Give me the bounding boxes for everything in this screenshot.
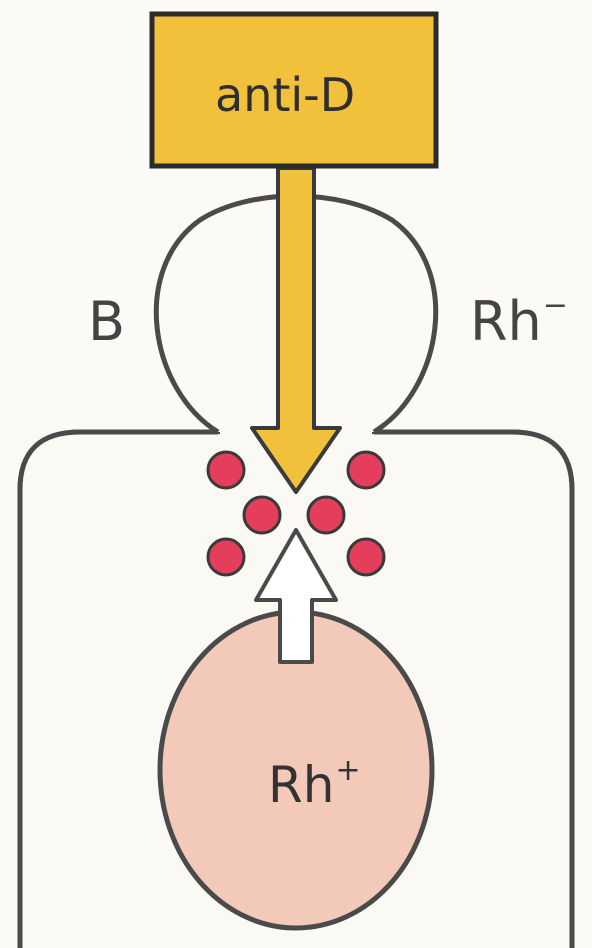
rh-negative-base: Rh bbox=[470, 290, 542, 353]
anti-d-label: anti-D bbox=[215, 72, 355, 118]
red-blood-cell-icon bbox=[348, 452, 384, 488]
rh-negative-sign: − bbox=[543, 288, 568, 323]
rh-positive-base: Rh bbox=[268, 756, 334, 814]
red-blood-cell-icon bbox=[308, 497, 344, 533]
rh-negative-label: Rh− bbox=[470, 295, 568, 349]
rh-positive-label: Rh+ bbox=[268, 760, 361, 810]
red-blood-cell-icon bbox=[244, 497, 280, 533]
red-blood-cell-icon bbox=[348, 539, 384, 575]
b-label: B bbox=[88, 295, 125, 349]
red-blood-cell-icon bbox=[208, 539, 244, 575]
rh-positive-sign: + bbox=[335, 753, 360, 788]
red-blood-cell-icon bbox=[208, 452, 244, 488]
